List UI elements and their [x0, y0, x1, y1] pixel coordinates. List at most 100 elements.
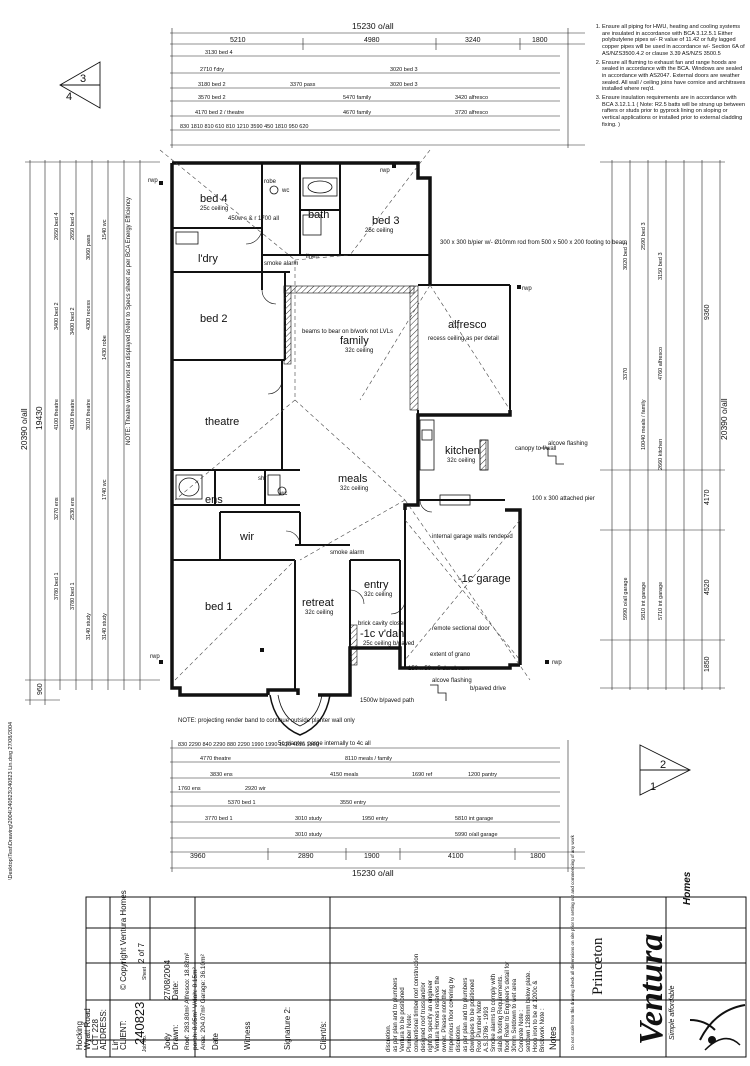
bed4-robe-note: 450w s & r 1700 all [228, 216, 279, 222]
extent-grano-note: extent of grano [430, 652, 471, 658]
top-dim-1: 5210 [230, 37, 246, 44]
bottom-overall-dim: 15230 o/all [352, 868, 394, 878]
top-row-10: 3020 bed 3 [390, 67, 418, 73]
top-dim-3: 3240 [465, 37, 481, 44]
bottom-row-11: 5810 int garage [455, 816, 493, 822]
top-dimension-labels: 15230 o/all 5210 4980 3240 1800 3130 bed… [180, 21, 548, 130]
bay-planter [269, 694, 331, 736]
left-d4: 3270 ens [54, 497, 60, 520]
tn-0: Brickwork Note : [540, 1008, 546, 1052]
rwp-1: rwp [148, 178, 158, 184]
left-d3: 4100 theatre [54, 399, 60, 430]
left-d9: 2530 ens [70, 497, 76, 520]
bed3-ceiling: 25c ceiling [365, 228, 393, 234]
tn-21: as per plan and to plumbers [393, 978, 399, 1052]
sheet-label: Sheet [142, 966, 148, 980]
ventura-bird-logo [689, 1004, 746, 1051]
bottom-dimension-block [170, 740, 585, 872]
right-top-dim: 9360 [704, 304, 711, 320]
area-line-3: Roof: 283.80m² Alfresco: 18.82m² [184, 952, 191, 1050]
bottom-row-2: 8110 meals / family [345, 756, 392, 762]
top-dim-2: 4980 [364, 37, 380, 44]
room-entry: entry [364, 579, 389, 591]
right-dimension-labels: 20390 o/all 9360 4170 4520 1850 3020 bed… [623, 222, 729, 672]
top-dimension-block [170, 28, 585, 148]
date2-label: Date: [171, 981, 180, 1000]
left-d6: 2650 bed 4 [70, 212, 76, 240]
left-d16: 1430 robe [102, 335, 108, 360]
left-d10: 3780 bed 1 [70, 582, 76, 610]
render-note: NOTE: projecting render band to continue… [178, 718, 355, 724]
margin-file-path: \Desktop\Test\Drawing\2004\240823\240823… [8, 722, 14, 880]
tn-11: as per plan and to plumbers [463, 978, 469, 1052]
room-wir: wir [239, 531, 254, 543]
right-mid-dim: 4170 [704, 489, 711, 505]
rwp-4: rwp [552, 660, 562, 666]
bottom-row-16: 1200 pantry [468, 772, 497, 778]
room-robe: robe [264, 179, 277, 185]
smoke-alarm-1: smoke alarm [264, 261, 298, 267]
garage-note: internal garage walls rendered [432, 534, 513, 540]
drawn-value: Jody [163, 1033, 172, 1050]
top-row-9: 3720 alfresco [455, 110, 488, 116]
bottom-row-7: 5370 bed 1 [228, 800, 256, 806]
room-kitchen: kitchen [445, 445, 480, 457]
wet-area-fixtures [175, 177, 338, 500]
room-wc2: wc [279, 491, 287, 497]
right-d1: 3020 bed 3 [623, 242, 629, 270]
tn-2: setdown 1288mm below plate. [526, 971, 532, 1052]
roof-lines [159, 149, 531, 681]
copyright: © Copyright Ventura Homes [119, 890, 128, 990]
room-bed4: bed 4 [200, 193, 228, 205]
bottom-row-5: 1760 ens [178, 786, 201, 792]
drawn-label: Drawn: [171, 1025, 180, 1050]
top-row-3: 3180 bed 2 [198, 82, 226, 88]
bed4-ceiling: 25c ceiling [200, 206, 228, 212]
room-alfresco: alfresco [448, 319, 487, 331]
alfresco-note: recess ceiling as per detail [428, 336, 499, 342]
top-row-7: 4670 family [343, 110, 371, 116]
badge-br-a: 1 [650, 781, 656, 793]
tn-3: Concrete Note : [519, 1010, 525, 1052]
brand-sub: Homes [682, 871, 693, 905]
room-theatre: theatre [205, 416, 239, 428]
top-overall-dim: 15230 o/all [352, 21, 394, 31]
top-row-2: 2710 f'dry [200, 67, 224, 73]
tn-20: Ventura to be positioned [400, 987, 406, 1052]
kitchen-ceiling: 32c ceiling [447, 458, 475, 464]
tn-13: Impervious floor covering by [449, 977, 455, 1052]
bottom-row-1: 4770 theatre [200, 756, 231, 762]
brand-tagline: Simple affordable [669, 985, 676, 1040]
brick-closer-note: brick cavity closer [358, 621, 405, 627]
address-label: ADDRESS: [99, 1009, 108, 1050]
tn-1: Hoop iron to be at 1200c & [533, 981, 539, 1052]
disclaimer: Do not scale from this drawing check all… [570, 834, 575, 1050]
door-swings [245, 227, 433, 615]
remote-door-note: remote sectional door [432, 626, 490, 632]
tn-10: downpipes to be positioned [470, 979, 476, 1052]
tn-15: Ventura Homes reserves the [435, 975, 441, 1052]
right-d5: 4760 alfresco [658, 347, 664, 380]
left-d13: 3010 theatre [86, 399, 92, 430]
left-d1: 2650 bed 4 [54, 212, 60, 240]
left-d12: 4300 recess [86, 300, 92, 330]
bottom-row-6: 2920 wir [245, 786, 266, 792]
tn-4: 30mm Setdown to wet area [512, 978, 518, 1052]
bottom-row-4: 4150 meals [330, 772, 359, 778]
address-line-3: Hocking [75, 1021, 84, 1050]
client-value: Lin [111, 1039, 120, 1050]
date2-value: 27/08/2004 [163, 959, 172, 1000]
bottom-row-13: 1950 entry [362, 816, 388, 822]
right-d7: 2660 kitchen [658, 439, 664, 470]
address-line-2: Wyatt Road [83, 1008, 92, 1050]
planter-note: 5c planter, parge internally to 4c all [278, 741, 371, 747]
right-overall-dim: 20390 o/all [719, 398, 729, 440]
bottom-dim-3: 1900 [364, 853, 380, 860]
alcove-flashing-2: alcove flashing [432, 678, 472, 684]
room-bed2: bed 2 [200, 313, 228, 325]
alcove-steps [430, 447, 564, 701]
general-notes: Ensure all piping for HWU, heating and c… [594, 24, 746, 131]
top-row-4: 3570 bed 2 [198, 95, 226, 101]
family-beams-note: beams to bear on b/work not LVLs [302, 329, 393, 335]
